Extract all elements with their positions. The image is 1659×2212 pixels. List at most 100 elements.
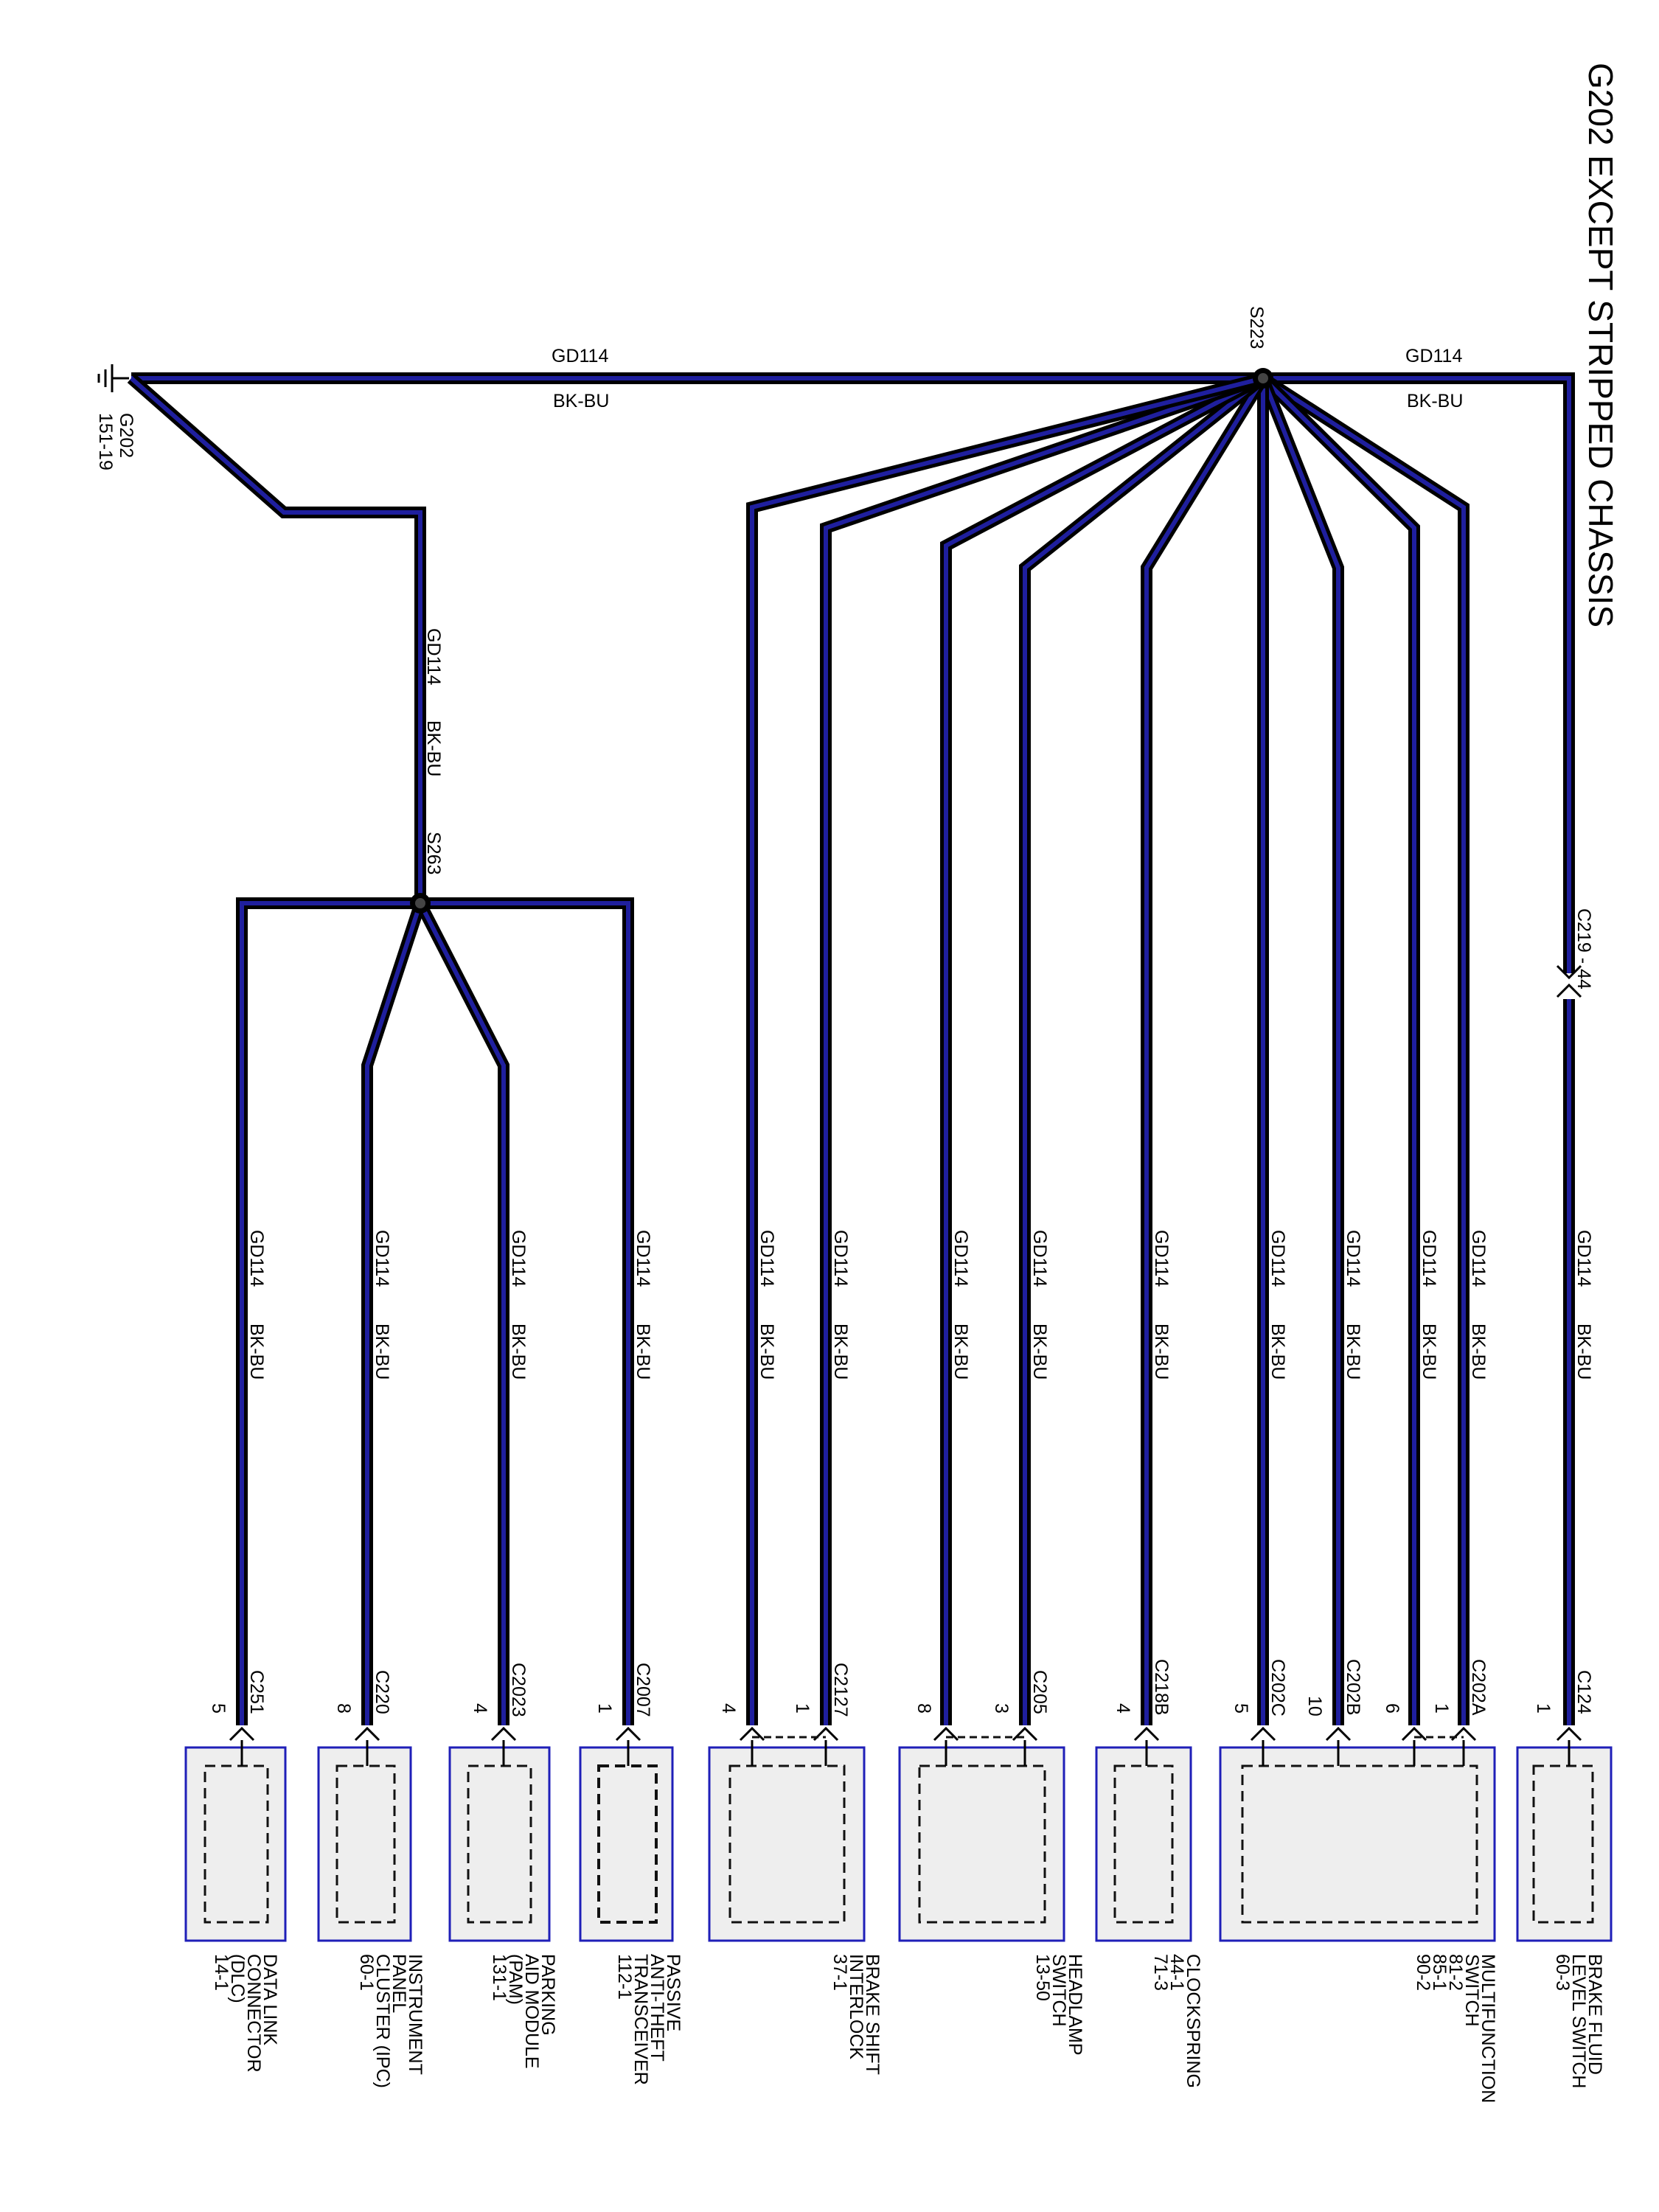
pin-number: 4 bbox=[1113, 1703, 1133, 1714]
component-brake-shift-box bbox=[708, 1746, 866, 1942]
component-line: CLOCKSPRING bbox=[1183, 1954, 1203, 2088]
wire-label-circuit: GD114 bbox=[246, 1230, 267, 1287]
connector-c2007: C2007 bbox=[633, 1663, 653, 1717]
wire-multifunction-1 bbox=[1259, 373, 1470, 1725]
component-line: INTERLOCK bbox=[846, 1954, 866, 2059]
wire-label-color: BK-BU bbox=[633, 1324, 653, 1380]
component-line: BRAKE SHIFT bbox=[862, 1954, 883, 2075]
wire-label-color: BK-BU bbox=[508, 1324, 529, 1380]
component-line: PASSIVE bbox=[663, 1954, 684, 2031]
connector-c202c: C202C bbox=[1267, 1659, 1288, 1717]
ground-name: G202 bbox=[116, 413, 136, 458]
component-brake-fluid-box bbox=[1516, 1746, 1613, 1942]
component-line: CLUSTER (IPC) bbox=[372, 1954, 393, 2088]
connector-c218b: C218B bbox=[1151, 1659, 1172, 1715]
component-line: 44-1 bbox=[1166, 1954, 1187, 1991]
connector-c220: C220 bbox=[372, 1670, 392, 1714]
wire-label-color: BK-BU bbox=[950, 1324, 971, 1380]
connector-c202b: C202B bbox=[1343, 1659, 1363, 1715]
pin-number: 8 bbox=[914, 1703, 934, 1714]
component-line: 60-1 bbox=[356, 1954, 377, 1991]
component-name-brake-shift: BRAKE SHIFT INTERLOCK 37-1 bbox=[830, 1954, 883, 2075]
wire-label-circuit: GD114 bbox=[1573, 1230, 1594, 1287]
component-boxes bbox=[184, 1736, 1613, 1942]
wire-label-color: BK-BU bbox=[1573, 1324, 1594, 1380]
component-pats-box bbox=[579, 1746, 674, 1942]
connector-labels: C124 C202A C202B C202C C218B C205 C2127 … bbox=[246, 1659, 1594, 1717]
wire-clockspring bbox=[1141, 375, 1268, 1725]
s263-feed-color: BK-BU bbox=[423, 720, 444, 776]
component-name-multifunction: MULTIFUNCTION SWITCH 81-2 85-1 90-2 bbox=[1413, 1954, 1498, 2103]
wire-label-circuit: GD114 bbox=[1419, 1230, 1439, 1287]
wire-label-color: BK-BU bbox=[1029, 1324, 1050, 1380]
connector-c2023: C2023 bbox=[508, 1663, 529, 1717]
pin-number: 4 bbox=[718, 1703, 739, 1714]
wire-label-color: BK-BU bbox=[1151, 1324, 1172, 1380]
wire-label-circuit: GD114 bbox=[830, 1230, 851, 1287]
component-line: ANTI-THEFT bbox=[647, 1954, 667, 2062]
connector-c205: C205 bbox=[1029, 1670, 1050, 1714]
wire-label-color: BK-BU bbox=[1267, 1324, 1288, 1380]
wire-label-color: BK-BU bbox=[246, 1324, 267, 1380]
pin-number: 5 bbox=[1231, 1703, 1251, 1714]
wire-ipc bbox=[361, 901, 426, 1725]
wire-labels: GD114 BK-BU GD114 BK-BU GD114 BK-BU GD11… bbox=[246, 1230, 1594, 1380]
component-pam-box bbox=[448, 1746, 551, 1942]
component-line: 90-2 bbox=[1413, 1954, 1433, 1991]
splice-s223-label: S223 bbox=[1246, 306, 1267, 349]
component-ipc-box bbox=[317, 1746, 412, 1942]
wire-label-color: BK-BU bbox=[1343, 1324, 1363, 1380]
wire-label-circuit: GD114 bbox=[1151, 1230, 1172, 1287]
component-line: SWITCH bbox=[1048, 1954, 1069, 2027]
ground-symbol bbox=[97, 364, 129, 392]
wire-headlamp-8 bbox=[940, 372, 1266, 1725]
pin-number: 1 bbox=[594, 1703, 615, 1714]
wire-label-color: BK-BU bbox=[830, 1324, 851, 1380]
wire-label-color: BK-BU bbox=[372, 1324, 392, 1380]
component-line: 71-3 bbox=[1150, 1954, 1171, 1991]
wire-label-circuit: GD114 bbox=[1267, 1230, 1288, 1287]
component-headlamp-box bbox=[898, 1746, 1065, 1942]
component-line: MULTIFUNCTION bbox=[1478, 1954, 1498, 2103]
component-line: 14-1 bbox=[211, 1954, 232, 1991]
pin-number: 6 bbox=[1382, 1703, 1402, 1714]
component-line: 131-1 bbox=[489, 1954, 509, 2001]
component-dlc-box bbox=[184, 1746, 287, 1942]
connector-c2127: C2127 bbox=[830, 1663, 851, 1717]
component-line: PARKING bbox=[538, 1954, 558, 2036]
component-multifunction-box bbox=[1219, 1746, 1496, 1942]
component-line: 85-1 bbox=[1429, 1954, 1450, 1991]
pin-number: 1 bbox=[792, 1703, 813, 1714]
inline-connector-label: C219 - 44 bbox=[1573, 908, 1594, 990]
component-name-dlc: DATA LINK CONNECTOR (DLC) 14-1 bbox=[211, 1954, 280, 2073]
wire-label-circuit: GD114 bbox=[1343, 1230, 1363, 1287]
component-line: LEVEL SWITCH bbox=[1568, 1954, 1589, 2088]
bus-right-color: BK-BU bbox=[1407, 391, 1463, 411]
component-name-clockspring: CLOCKSPRING 44-1 71-3 bbox=[1150, 1954, 1203, 2088]
pin-number: 1 bbox=[1533, 1703, 1554, 1714]
component-name-pam: PARKING AID MODULE (PAM) 131-1 bbox=[489, 1954, 558, 2069]
wire-label-color: BK-BU bbox=[757, 1324, 777, 1380]
wire-multifunction-10 bbox=[1257, 376, 1344, 1725]
component-line: 37-1 bbox=[830, 1954, 850, 1991]
wire-pats bbox=[420, 897, 634, 1725]
wire-pam bbox=[414, 900, 509, 1725]
wire-label-circuit: GD114 bbox=[1468, 1230, 1489, 1287]
wire-label-circuit: GD114 bbox=[633, 1230, 653, 1287]
component-line: BRAKE FLUID bbox=[1585, 1954, 1605, 2075]
bus-left-color: BK-BU bbox=[553, 391, 609, 411]
component-name-brake-fluid: BRAKE FLUID LEVEL SWITCH 60-3 bbox=[1552, 1954, 1605, 2088]
wire-dlc bbox=[236, 897, 420, 1725]
component-line: 60-3 bbox=[1552, 1954, 1573, 1991]
component-name-headlamp: HEADLAMP SWITCH 13-50 bbox=[1032, 1954, 1085, 2056]
wire-label-circuit: GD114 bbox=[757, 1230, 777, 1287]
component-line: TRANSCEIVER bbox=[630, 1954, 651, 2085]
connector-c202a: C202A bbox=[1468, 1659, 1489, 1716]
component-line: (DLC) bbox=[227, 1954, 248, 2003]
component-line: 13-50 bbox=[1032, 1954, 1053, 2001]
pin-number: 10 bbox=[1304, 1696, 1325, 1717]
connector-c251: C251 bbox=[246, 1670, 267, 1714]
wire-brake-shift-1 bbox=[820, 372, 1265, 1725]
diagram-title: G202 EXCEPT STRIPPED CHASSIS bbox=[1582, 63, 1620, 627]
